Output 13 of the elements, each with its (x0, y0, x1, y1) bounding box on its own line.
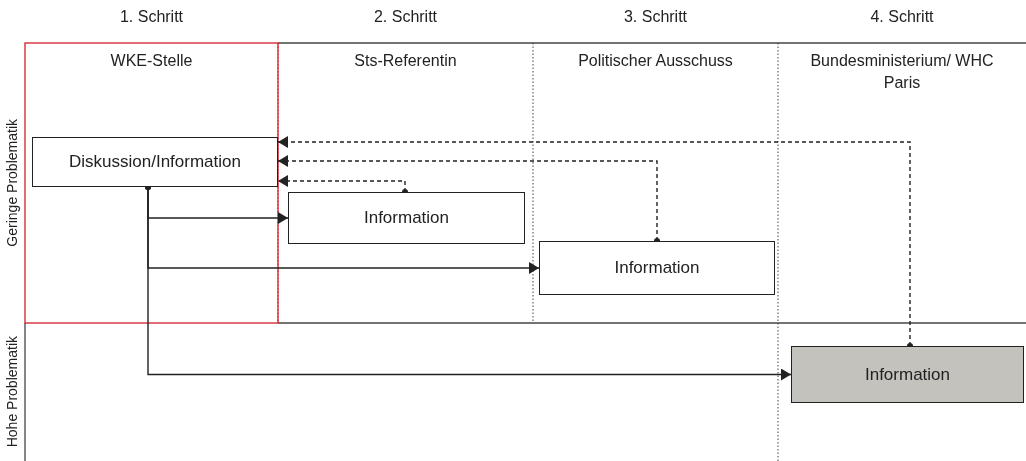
step-header: 3. Schritt (623, 7, 688, 27)
step-header: 4. Schritt (870, 7, 934, 27)
step-header: 2. Schritt (373, 7, 438, 27)
lane-header: WKE-Stelle (110, 51, 193, 71)
process-box: Information (539, 241, 775, 295)
lane-header: Sts-Referentin (354, 51, 457, 71)
row-label: Geringe Problematik (3, 119, 21, 247)
row-label: Hohe Problematik (3, 336, 21, 448)
process-box: Information (791, 346, 1024, 403)
process-box: Information (288, 192, 525, 244)
lane-header: Politischer Ausschuss (578, 51, 733, 71)
step-header: 1. Schritt (119, 7, 184, 27)
lane-header: Bundesministerium/ WHC Paris (809, 51, 995, 94)
